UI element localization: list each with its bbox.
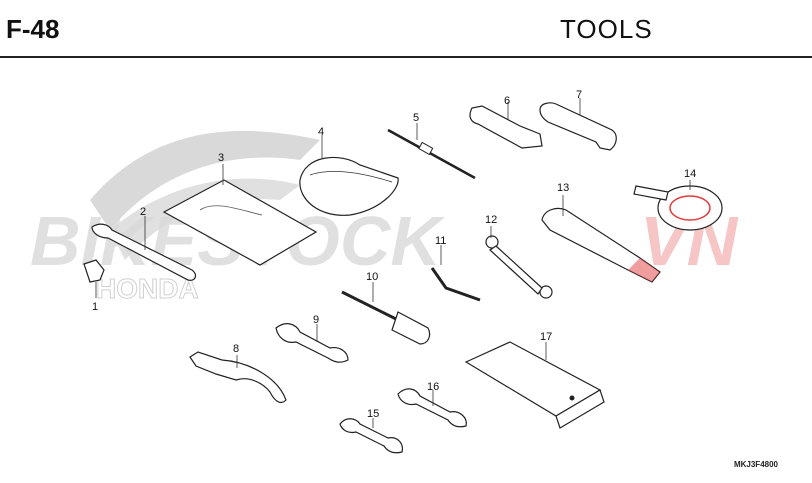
callout-14: 14	[684, 168, 696, 180]
part-8-pin-spanner[interactable]	[189, 351, 287, 404]
part-17-tool-roll[interactable]	[464, 341, 605, 429]
page-title: TOOLS	[560, 14, 653, 44]
part-16-wrench[interactable]	[397, 388, 467, 428]
part-13-extension[interactable]	[541, 195, 661, 283]
callout-13: 13	[557, 182, 569, 194]
callout-10: 10	[366, 271, 378, 283]
part-3-tool-bag[interactable]	[162, 164, 318, 266]
part-15-small-wrench[interactable]	[339, 418, 403, 454]
callout-4: 4	[318, 126, 324, 138]
part-7-bar[interactable]	[539, 98, 617, 151]
callout-1: 1	[92, 301, 98, 313]
part-9-wrench[interactable]	[275, 323, 349, 363]
part-4-pouch[interactable]	[299, 135, 399, 216]
part-11-hex-key[interactable]	[430, 245, 481, 302]
header-bar: F-48 TOOLS	[0, 0, 812, 58]
callout-16: 16	[427, 381, 439, 393]
part-12-box-wrench[interactable]	[485, 226, 553, 299]
callout-labels: 1 2 3 4 5 6 7 8 9 10 11 12 13 14 15 16 1…	[92, 89, 696, 420]
callout-5: 5	[413, 112, 419, 124]
callout-9: 9	[313, 314, 319, 326]
callout-12: 12	[485, 214, 497, 226]
part-10-socket-driver[interactable]	[341, 282, 431, 345]
part-14-ring-tool[interactable]	[633, 180, 723, 231]
callout-11: 11	[435, 235, 446, 247]
part-6-handle[interactable]	[469, 102, 543, 149]
honda-logo-text: HONDA	[96, 273, 199, 304]
part-2-bar[interactable]	[91, 216, 197, 281]
callout-3: 3	[218, 152, 224, 164]
callout-8: 8	[233, 343, 239, 355]
callout-7: 7	[576, 89, 582, 101]
tools-diagram: HONDA BIKESTOCK VN	[30, 89, 739, 454]
callout-17: 17	[540, 331, 552, 343]
figure-code: F-48	[6, 14, 60, 44]
callout-2: 2	[140, 206, 146, 218]
part-5-screwdriver[interactable]	[387, 123, 476, 180]
reference-code: MKJ3F4800	[733, 460, 778, 469]
callout-15: 15	[367, 408, 379, 420]
part-1-grip[interactable]	[83, 259, 105, 298]
callout-6: 6	[504, 95, 510, 107]
